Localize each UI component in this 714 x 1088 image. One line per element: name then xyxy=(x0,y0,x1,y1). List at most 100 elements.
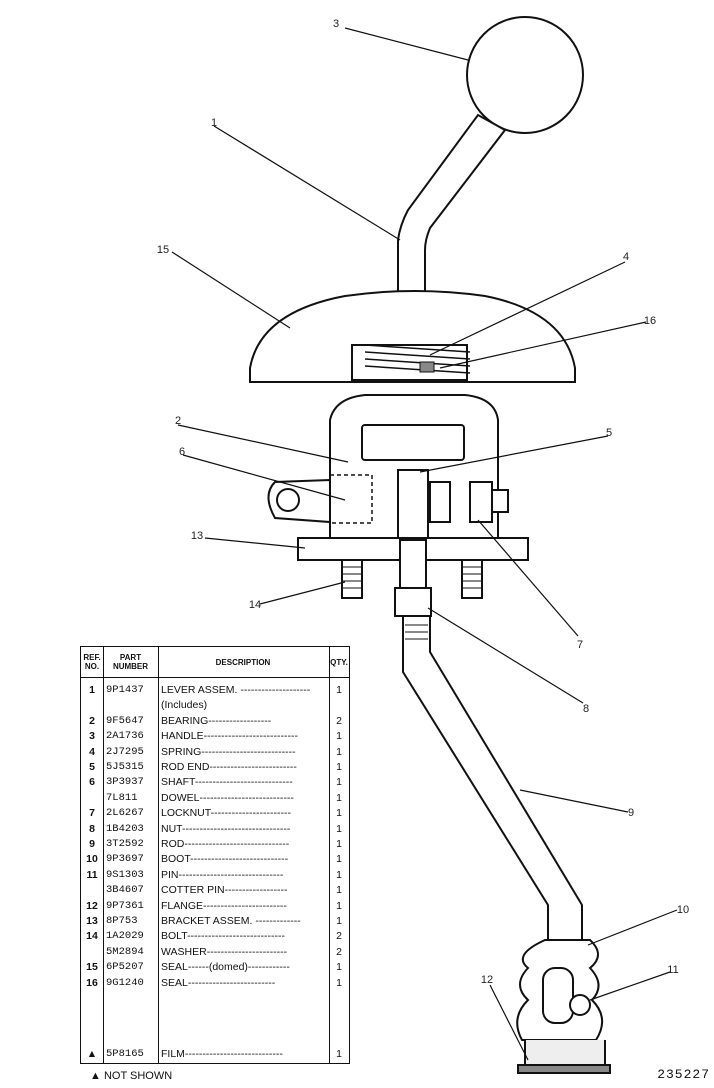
callout-16: 16 xyxy=(644,315,656,327)
callout-1: 1 xyxy=(211,117,217,129)
row-part-number: 8P753 xyxy=(106,915,138,927)
row-part-number: 3B4607 xyxy=(106,884,144,897)
col-divider xyxy=(158,647,159,1063)
row-ref: 5 xyxy=(89,761,95,773)
pin-11 xyxy=(569,994,591,1016)
col-divider xyxy=(103,647,104,1063)
row-qty: 1 xyxy=(336,868,342,881)
row-part-number: 9S1303 xyxy=(106,868,144,881)
callout-7: 7 xyxy=(577,639,583,651)
row-qty: 1 xyxy=(336,776,342,789)
table-row: 14 1A2029 BOLT----------------------------… xyxy=(81,929,349,944)
callout-12: 12 xyxy=(481,974,493,986)
row-part-number: 1A2029 xyxy=(106,930,144,943)
row-ref: 12 xyxy=(86,899,98,912)
callout-6: 6 xyxy=(179,446,185,458)
row-qty: 1 xyxy=(336,822,342,835)
row-qty: 1 xyxy=(336,961,342,974)
callout-4: 4 xyxy=(623,251,629,263)
row-part-number: 5J5315 xyxy=(106,761,144,773)
row-ref: 11 xyxy=(86,868,98,881)
row-part-number: 9F5647 xyxy=(106,714,144,727)
row-part-number: 9G1240 xyxy=(106,976,144,989)
row-part-number: 3P3937 xyxy=(106,776,144,789)
row-description: SPRING--------------------------- xyxy=(161,745,296,758)
row-part-number: 9P1437 xyxy=(106,684,144,696)
row-ref: 14 xyxy=(86,930,98,943)
row-ref: 3 xyxy=(89,730,95,743)
row-ref: 16 xyxy=(86,976,98,989)
callout-10: 10 xyxy=(677,904,689,916)
callout-8: 8 xyxy=(583,703,589,715)
row-part-number: 9P3697 xyxy=(106,853,144,866)
callout-14: 14 xyxy=(249,599,261,611)
bolt-left xyxy=(341,559,363,599)
row-description: FLANGE------------------------ xyxy=(161,899,287,912)
seal-16 xyxy=(419,361,435,373)
bearing-dashed xyxy=(329,474,373,524)
row-qty: 1 xyxy=(336,761,342,773)
row-ref: 4 xyxy=(89,745,95,758)
row-part-number: 1B4203 xyxy=(106,822,144,835)
table-row: 9 3T2592 ROD------------------------------… xyxy=(81,837,349,852)
table-header: REF. NO. PART NUMBER DESCRIPTION QTY. xyxy=(81,647,349,678)
row-ref: 9 xyxy=(89,838,95,850)
drawing-number: 235227 xyxy=(657,1067,710,1082)
row-description: COTTER PIN------------------ xyxy=(161,884,288,897)
spring-coils xyxy=(364,344,471,374)
row-description: LOCKNUT----------------------- xyxy=(161,807,292,820)
row-qty: 1 xyxy=(336,853,342,866)
callout-9: 9 xyxy=(628,807,634,819)
flange-base xyxy=(517,1064,611,1074)
nut-8 xyxy=(394,587,432,617)
shaft xyxy=(397,469,429,541)
locknut xyxy=(429,481,451,523)
row-part-number: 3T2592 xyxy=(106,838,144,850)
row-ref: ▲ xyxy=(86,1048,98,1060)
row-description: BOLT---------------------------- xyxy=(161,930,285,943)
bolt-end xyxy=(491,489,509,513)
handle-knob xyxy=(466,16,584,134)
header-description: DESCRIPTION xyxy=(215,657,271,667)
rod-end xyxy=(399,539,427,589)
row-description: HANDLE--------------------------- xyxy=(161,730,299,743)
row-part-number: 9P7361 xyxy=(106,899,144,912)
row-ref: 6 xyxy=(89,776,95,789)
row-description: ROD END------------------------- xyxy=(161,761,297,773)
table-row: 5 5J5315 ROD END------------------------- 1 xyxy=(81,760,349,775)
row-part-number: 2L6267 xyxy=(106,807,144,820)
row-qty: 1 xyxy=(336,838,342,850)
row-ref: 7 xyxy=(89,807,95,820)
row-ref: 8 xyxy=(89,822,95,835)
callout-2: 2 xyxy=(175,415,181,427)
row-description: (Includes) xyxy=(161,699,208,712)
row-description: DOWEL--------------------------- xyxy=(161,791,294,804)
callout-11: 11 xyxy=(667,964,678,976)
row-qty: 1 xyxy=(336,684,342,696)
lever-rod xyxy=(397,113,507,292)
row-qty: 2 xyxy=(336,930,342,943)
row-qty: 1 xyxy=(336,730,342,743)
not-shown-note: ▲ NOT SHOWN xyxy=(90,1070,173,1082)
row-description: PIN------------------------------ xyxy=(161,868,284,881)
row-part-number: 6P5207 xyxy=(106,961,144,974)
callout-13: 13 xyxy=(191,530,203,542)
boot-slot xyxy=(542,967,574,1024)
row-description: ROD------------------------------ xyxy=(161,838,290,850)
row-description: SEAL------------------------- xyxy=(161,976,276,989)
row-qty: 1 xyxy=(336,1048,342,1060)
callout-3: 3 xyxy=(333,18,339,30)
